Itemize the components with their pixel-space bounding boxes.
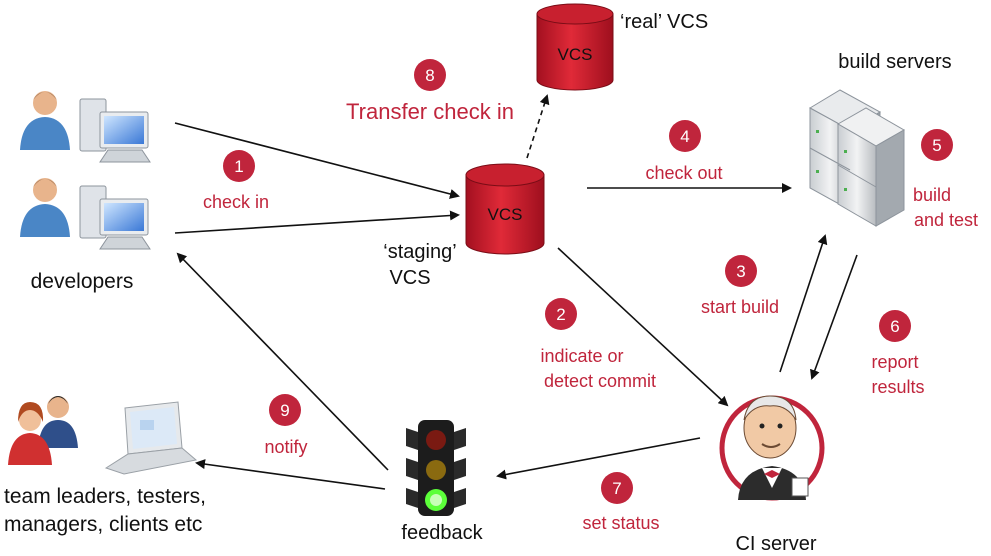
step-number: 9 xyxy=(280,401,289,420)
step-label-line1: indicate or xyxy=(540,346,623,366)
arrow-feedback-to-developers xyxy=(176,252,389,471)
step-2: 2 indicate or detect commit xyxy=(540,298,656,391)
step-number: 6 xyxy=(890,317,899,336)
step-number: 1 xyxy=(234,157,243,176)
step-number: 2 xyxy=(556,305,565,324)
real-vcs-cylinder-label: VCS xyxy=(558,45,593,64)
real-vcs-label: ‘real’ VCS xyxy=(620,11,708,33)
step-label: notify xyxy=(264,437,307,457)
step-9: 9 notify xyxy=(264,394,308,457)
team-label-line1: team leaders, testers, xyxy=(4,485,206,508)
step-label-line2: results xyxy=(871,377,924,397)
step-number: 5 xyxy=(932,136,941,155)
step-3: 3 start build xyxy=(701,255,779,317)
arrow-build-to-ci xyxy=(810,254,858,380)
traffic-light-icon xyxy=(406,420,466,516)
build-servers-label: build servers xyxy=(838,51,951,73)
step-badge xyxy=(269,394,301,426)
step-badge xyxy=(669,120,701,152)
desktop-computer-icon xyxy=(79,185,151,250)
team-label-line2: managers, clients etc xyxy=(4,513,202,536)
desktop-computer-icon xyxy=(79,98,151,163)
arrow-staging-to-ci xyxy=(557,247,729,407)
jenkins-butler-icon xyxy=(719,395,825,501)
developer-workstation-1 xyxy=(20,91,151,163)
step-6: 6 report results xyxy=(871,310,925,397)
step-label-line2: detect commit xyxy=(544,371,656,391)
step-badge xyxy=(223,150,255,182)
laptop-icon xyxy=(104,401,198,475)
step-label-line2: and test xyxy=(914,210,978,230)
step-badge xyxy=(725,255,757,287)
database-cylinder-icon xyxy=(465,163,545,255)
staging-vcs-label-line1: ‘staging’ xyxy=(383,241,456,263)
step-badge xyxy=(879,310,911,342)
arrow-ci-to-feedback xyxy=(496,437,701,480)
step-number: 4 xyxy=(680,127,689,146)
ci-server-label: CI server xyxy=(735,533,816,555)
step-label-line1: report xyxy=(871,352,918,372)
step-number: 3 xyxy=(736,262,745,281)
developer-workstation-2 xyxy=(20,178,151,250)
step-badge xyxy=(921,129,953,161)
step-label: Transfer check in xyxy=(346,99,514,124)
staging-vcs-cylinder-label: VCS xyxy=(488,205,523,224)
arrow-dev2-to-staging xyxy=(174,210,460,234)
developer-icon xyxy=(20,178,70,237)
step-8: 8 Transfer check in xyxy=(346,59,514,124)
developers-label: developers xyxy=(31,270,134,293)
step-1: 1 check in xyxy=(203,150,269,212)
step-5: 5 build and test xyxy=(913,129,978,230)
step-badge xyxy=(414,59,446,91)
team-people-icon xyxy=(8,396,78,465)
database-cylinder-icon xyxy=(536,3,614,91)
arrows xyxy=(174,94,858,490)
arrow-dev1-to-staging xyxy=(174,122,460,199)
arrow-staging-to-real xyxy=(526,94,550,159)
server-rack-icon xyxy=(808,89,906,227)
arrow-feedback-to-team xyxy=(195,459,386,490)
step-label-line1: build xyxy=(913,185,951,205)
step-number: 8 xyxy=(425,66,434,85)
step-number: 7 xyxy=(612,479,621,498)
step-label: start build xyxy=(701,297,779,317)
step-label: set status xyxy=(582,513,659,533)
developer-icon xyxy=(20,91,70,150)
real-vcs: VCS xyxy=(536,3,614,91)
step-badge xyxy=(601,472,633,504)
step-label: check out xyxy=(645,163,722,183)
feedback-label: feedback xyxy=(401,522,483,544)
staging-vcs: VCS xyxy=(465,163,545,255)
staging-vcs-label-line2: VCS xyxy=(389,267,430,289)
step-7: 7 set status xyxy=(582,472,660,533)
step-4: 4 check out xyxy=(645,120,723,183)
arrow-ci-to-build xyxy=(779,234,828,373)
step-label: check in xyxy=(203,192,269,212)
step-badge xyxy=(545,298,577,330)
